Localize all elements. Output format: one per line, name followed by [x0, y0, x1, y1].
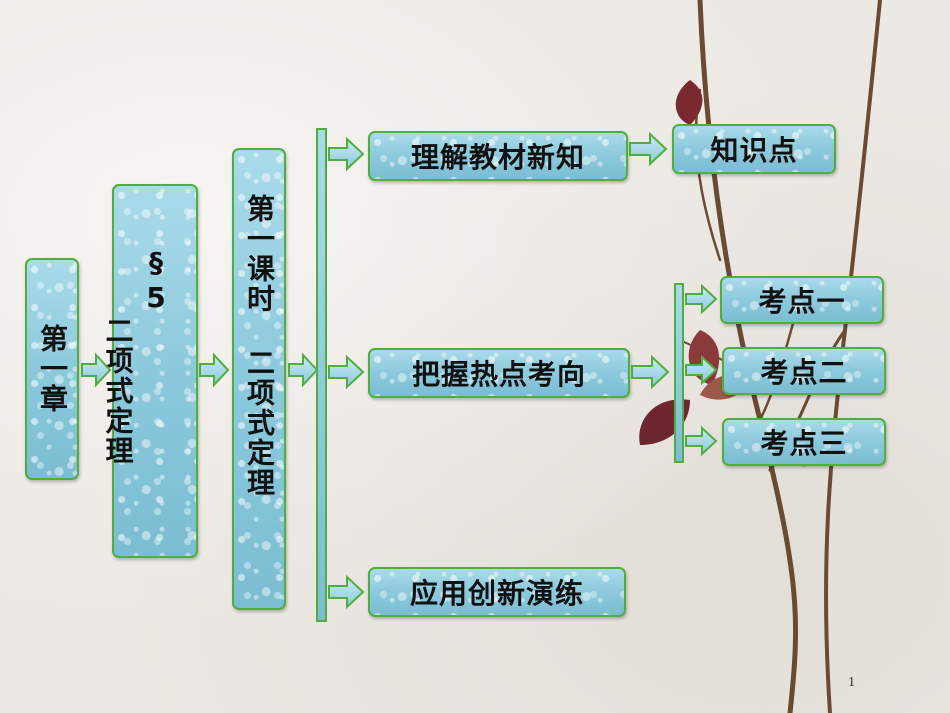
arrow-point1 — [685, 283, 718, 315]
lesson-box: 第一课时 二项式定理 — [232, 148, 286, 610]
section-title: 二项式定理 — [101, 316, 135, 466]
arrow-chapter-section — [81, 352, 112, 388]
arrow-point2 — [685, 354, 718, 386]
point-one-box: 考点一 — [720, 276, 884, 324]
point-one-label: 考点一 — [758, 285, 846, 318]
branch-practice-label: 应用创新演练 — [409, 577, 584, 610]
knowledge-label: 知识点 — [710, 134, 798, 167]
point-three-label: 考点三 — [760, 427, 848, 460]
page-number: 1 — [848, 675, 855, 690]
lesson-number: 第一课时 — [243, 194, 276, 314]
arrow-point3 — [685, 425, 718, 457]
chapter-label: 第一章 — [36, 324, 69, 414]
arrow-branch1-knowledge — [629, 131, 668, 167]
branch-understand-label: 理解教材新知 — [410, 141, 585, 174]
chapter-box: 第一章 — [25, 258, 79, 480]
branch-practice-box: 应用创新演练 — [368, 567, 626, 617]
arrow-branch2-points — [631, 354, 670, 390]
section-number: §5 — [139, 246, 173, 316]
branch-hotspot-label: 把握热点考向 — [411, 358, 586, 391]
arrow-bar-branch2 — [328, 354, 365, 390]
knowledge-box: 知识点 — [672, 124, 836, 174]
arrow-bar-branch1 — [328, 136, 365, 172]
branch-hotspot-box: 把握热点考向 — [368, 348, 630, 398]
branch-understand-box: 理解教材新知 — [368, 131, 628, 181]
arrow-bar-branch3 — [328, 574, 365, 610]
arrow-lesson-bar — [288, 352, 319, 388]
point-three-box: 考点三 — [722, 418, 886, 466]
point-two-label: 考点二 — [760, 356, 848, 389]
lesson-title: 二项式定理 — [243, 348, 276, 498]
points-connector-bar — [674, 283, 684, 463]
section-box: §5 二项式定理 — [102, 184, 198, 558]
branch-connector-bar — [316, 128, 327, 622]
point-two-box: 考点二 — [722, 347, 886, 395]
arrow-section-lesson — [199, 352, 230, 388]
